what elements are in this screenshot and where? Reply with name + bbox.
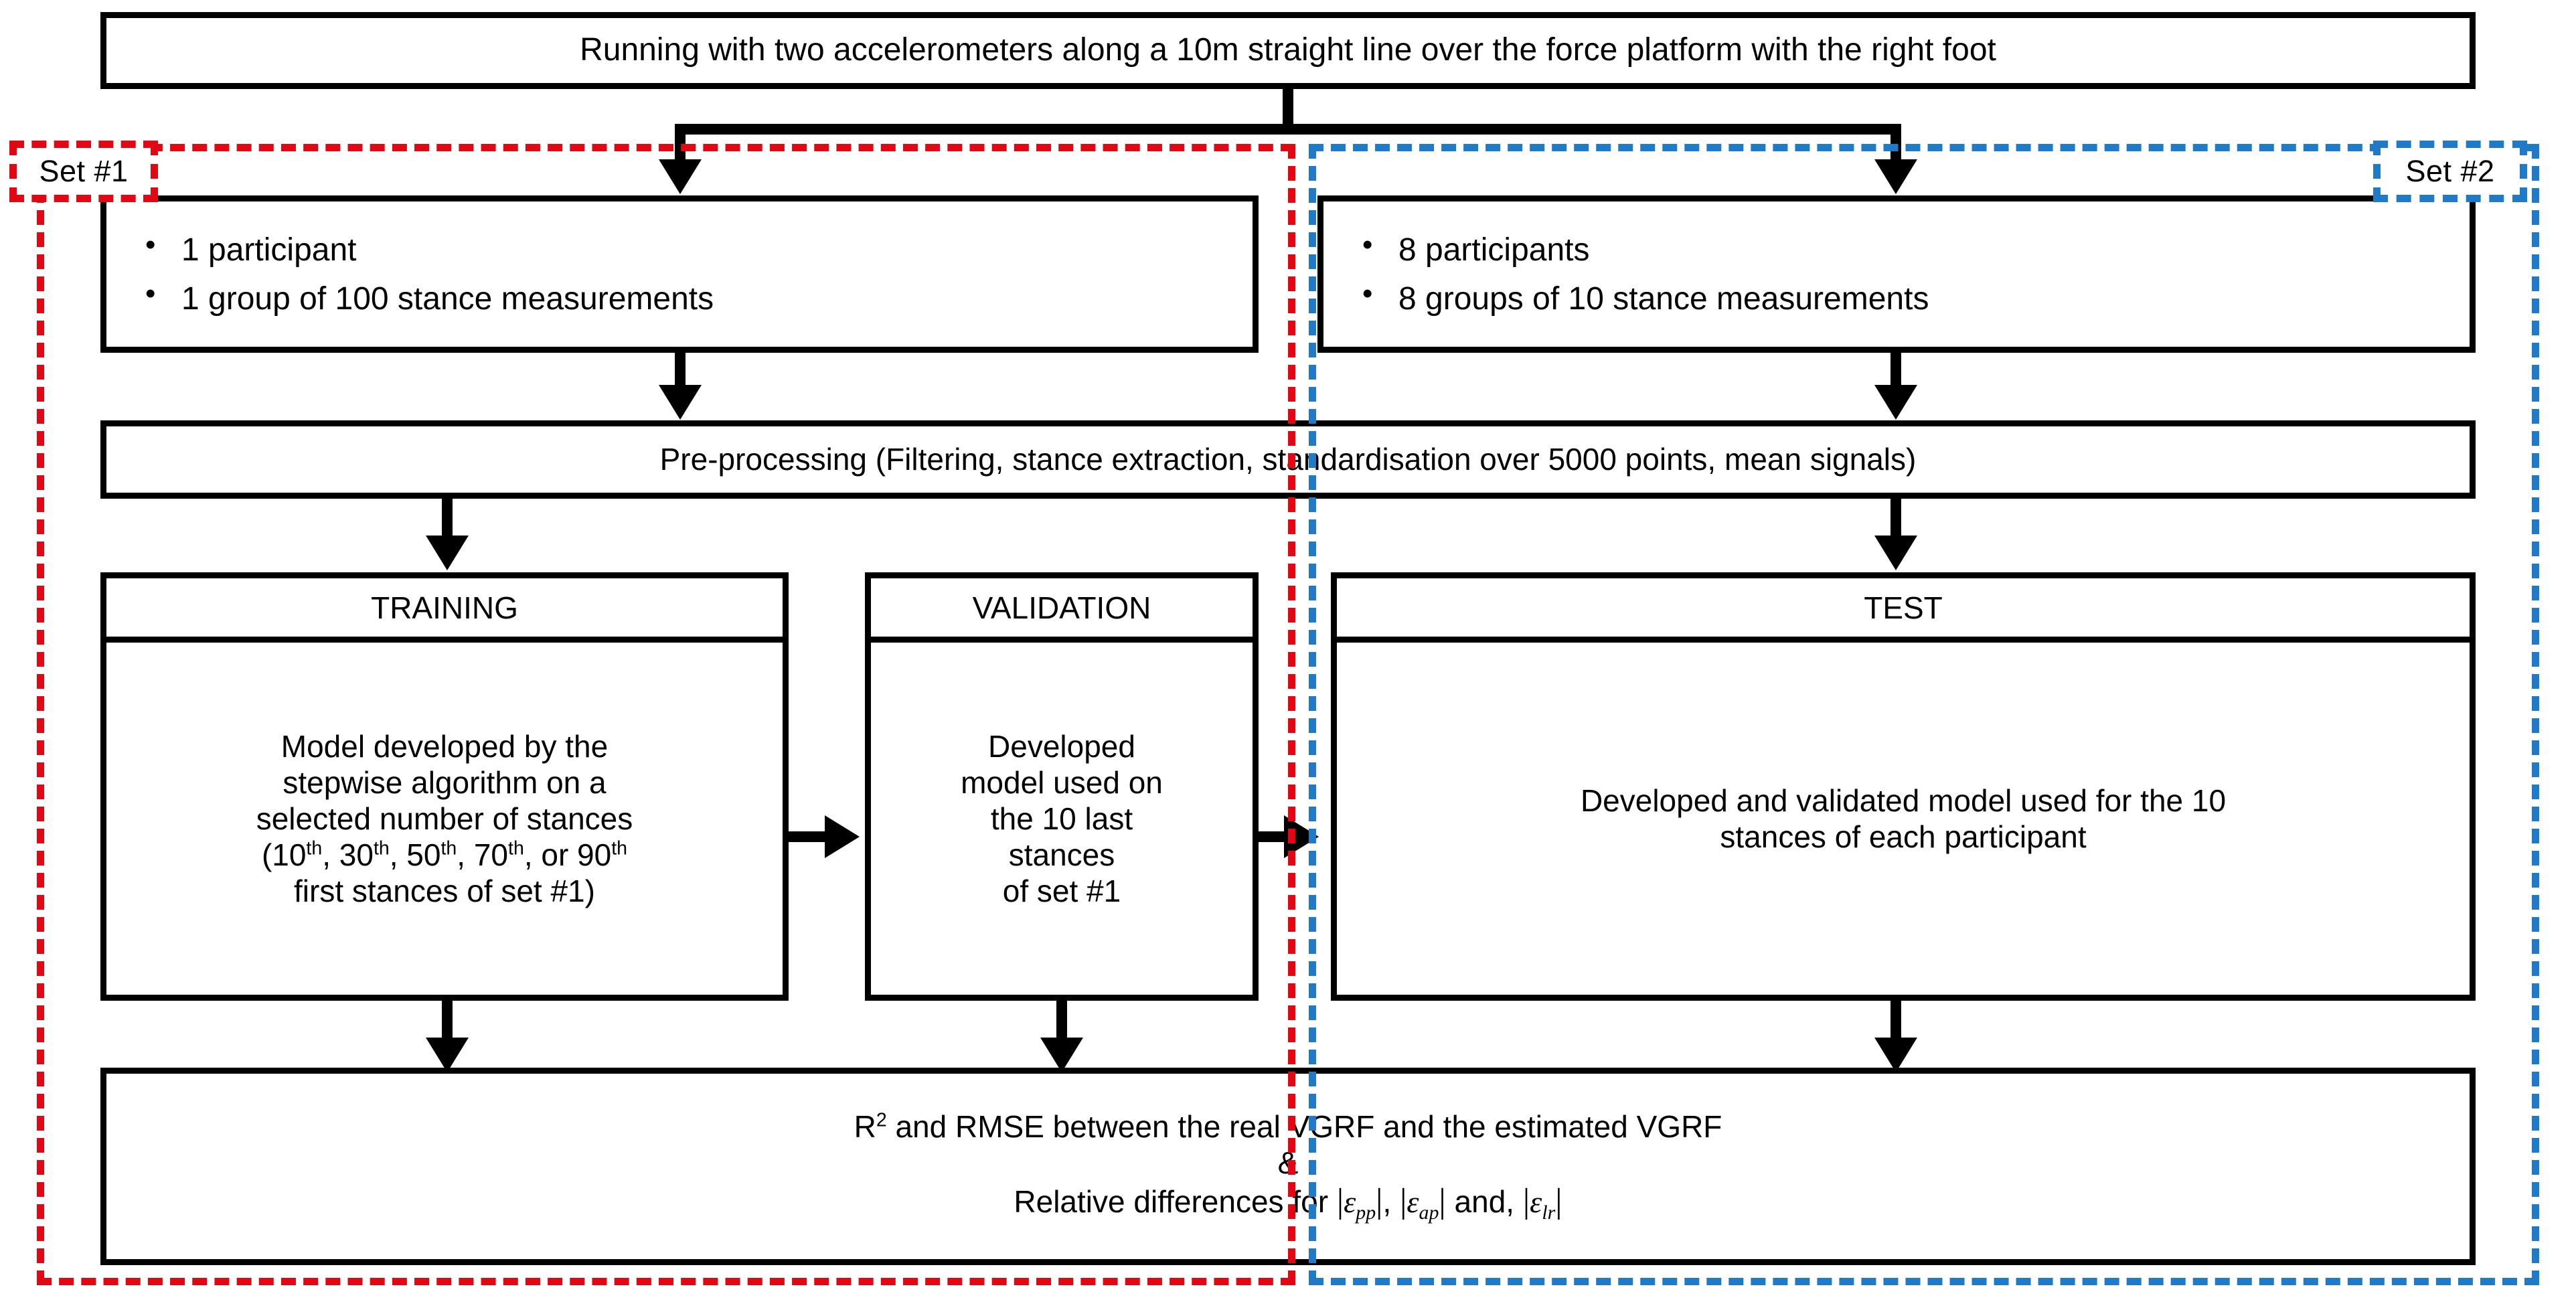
results-r-exponent: 2 [876,1109,887,1131]
epsilon-pp-sub: pp [1356,1201,1376,1224]
training-l4-a: (10 [261,837,307,872]
connector-set2-to-preprocessing [1890,353,1901,388]
training-l4-d: , 70 [457,837,509,872]
training-l4-sup4: th [508,837,524,859]
connector-right-drop [1890,124,1901,163]
arrow-test-to-results [1874,1038,1917,1072]
abs-bar-close-1: | [1376,1181,1383,1220]
epsilon-lr-sub: lr [1542,1201,1556,1224]
epsilon-symbol-1: ε [1344,1184,1356,1219]
connector-left-drop [675,124,686,163]
set1-label-badge: Set #1 [9,141,158,202]
arrow-preprocessing-to-training [426,536,469,570]
validation-line-4: stances [1008,837,1115,872]
abs-bar-close-2: | [1439,1181,1446,1220]
arrow-validation-to-results [1040,1038,1083,1072]
arrow-preprocessing-to-test [1874,536,1917,570]
connector-preprocessing-to-training [442,499,453,538]
training-line-2: stepwise algorithm on a [283,765,607,800]
epsilon-ap: εap [1406,1184,1439,1224]
connector-training-to-validation [789,831,827,842]
validation-line-5: of set #1 [1002,874,1121,908]
training-box: TRAINING Model developed by the stepwise… [100,572,789,1001]
set2-label-badge: Set #2 [2373,141,2527,202]
results-line-3-lead: Relative differences for [1014,1183,1337,1219]
arrow-set1-to-preprocessing [659,385,702,420]
connector-title-stem [1283,89,1293,124]
connector-validation-to-results [1056,1001,1067,1040]
test-line-2: stances of each participant [1720,819,2087,854]
validation-line-3: the 10 last [990,801,1133,836]
set1-bullet-item: 1 group of 100 stance measurements [145,279,1253,317]
arrow-training-to-validation [825,815,860,858]
training-line-3: selected number of stances [256,801,633,836]
test-body-text: Developed and validated model used for t… [1581,783,2226,855]
validation-line-1: Developed [988,729,1135,764]
results-line-3: Relative differences for |εpp|, |εap| an… [854,1181,1722,1224]
test-header: TEST [1337,578,2470,643]
set1-bullet-item: 1 participant [145,230,1253,268]
arrow-set2-to-preprocessing [1874,385,1917,420]
training-header: TRAINING [106,578,783,643]
training-l4-sup3: th [440,837,457,859]
epsilon-pp: εpp [1344,1184,1376,1224]
set2-bullet-item: 8 groups of 10 stance measurements [1362,279,2470,317]
validation-line-2: model used on [961,765,1163,800]
eps-separator-1: , [1382,1183,1400,1219]
connector-test-to-results [1890,1001,1901,1040]
training-line-4: (10th, 30th, 50th, 70th, or 90th [256,837,633,873]
arrow-to-set1-box [659,159,702,194]
preprocessing-text: Pre-processing (Filtering, stance extrac… [659,442,1917,477]
training-line-1: Model developed by the [280,729,609,764]
epsilon-lr: εlr [1530,1184,1555,1224]
connector-preprocessing-to-test [1890,499,1901,538]
training-body: Model developed by the stepwise algorith… [106,643,783,995]
abs-bar-open-1: | [1336,1181,1344,1220]
validation-header: VALIDATION [871,578,1253,643]
results-line-1: R2 and RMSE between the real VGRF and th… [854,1108,1722,1145]
validation-body-text: Developed model used on the 10 last stan… [961,728,1163,909]
test-body: Developed and validated model used for t… [1337,643,2470,995]
epsilon-symbol-2: ε [1406,1184,1419,1219]
connector-training-to-results [442,1001,453,1040]
results-line-1-rest: and RMSE between the real VGRF and the e… [886,1109,1722,1144]
set1-label-text: Set #1 [39,154,129,188]
set2-bullets-box: 8 participants 8 groups of 10 stance mea… [1317,195,2476,353]
validation-body: Developed model used on the 10 last stan… [871,643,1253,995]
title-box-text: Running with two accelerometers along a … [580,32,1996,68]
epsilon-ap-sub: ap [1419,1201,1439,1224]
eps-separator-2: and, [1445,1183,1523,1219]
set2-dashed-frame [1309,144,2539,1285]
training-line-5: first stances of set #1) [294,874,595,908]
set1-dashed-frame [37,144,1295,1285]
arrow-training-to-results [426,1038,469,1072]
arrow-to-set2-box [1874,159,1917,194]
abs-bar-close-3: | [1555,1181,1562,1220]
training-l4-b: , 30 [322,837,374,872]
abs-bar-open-2: | [1400,1181,1407,1220]
training-l4-sup5: th [611,837,628,859]
results-text: R2 and RMSE between the real VGRF and th… [845,1108,1732,1224]
test-line-1: Developed and validated model used for t… [1580,783,2227,818]
training-l4-c: , 50 [389,837,441,872]
training-body-text: Model developed by the stepwise algorith… [256,728,633,909]
title-box: Running with two accelerometers along a … [100,12,2476,89]
set1-bullets-box: 1 participant 1 group of 100 stance meas… [100,195,1259,353]
results-r-label: R [854,1109,876,1144]
training-l4-sup2: th [373,837,390,859]
epsilon-symbol-3: ε [1530,1184,1542,1219]
validation-box: VALIDATION Developed model used on the 1… [865,572,1259,1001]
training-l4-sup1: th [306,837,323,859]
test-box: TEST Developed and validated model used … [1331,572,2476,1001]
connector-title-bus [675,124,1901,135]
abs-bar-open-3: | [1522,1181,1530,1220]
connector-set1-to-preprocessing [675,353,686,388]
set2-bullet-item: 8 participants [1362,230,2470,268]
set2-label-text: Set #2 [2405,154,2495,188]
training-l4-e: , or 90 [524,837,612,872]
